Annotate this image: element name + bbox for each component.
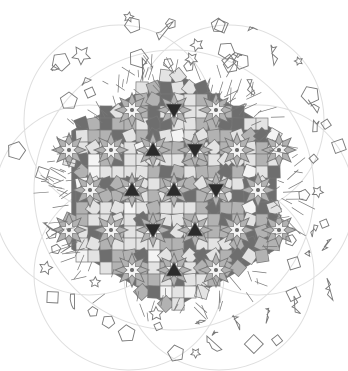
rotated-tile (232, 118, 245, 131)
rotated-tile (255, 249, 269, 263)
square-tile (184, 94, 196, 106)
square-tile (160, 202, 172, 214)
square-tile (148, 178, 160, 190)
square-tile (100, 166, 112, 178)
square-tile (88, 250, 100, 262)
rotated-tile (159, 165, 173, 179)
star-center (130, 268, 134, 272)
star-center (214, 108, 218, 112)
square-tile (208, 226, 220, 238)
square-tile (232, 166, 244, 178)
star-center (214, 268, 218, 272)
square-tile (172, 286, 184, 298)
star-center (67, 148, 71, 152)
square-tile (100, 262, 112, 274)
square-tile (256, 154, 268, 166)
square-tile (256, 214, 268, 226)
square-tile (124, 238, 136, 250)
square-tile (100, 118, 112, 130)
star-center (256, 188, 260, 192)
rotated-tile (99, 249, 112, 262)
star-center (130, 108, 134, 112)
square-tile (124, 154, 136, 166)
square-tile (184, 166, 196, 178)
square-tile (208, 238, 220, 250)
square-tile (124, 166, 136, 178)
square-tile (172, 238, 184, 250)
rotated-tile (232, 202, 245, 215)
square-tile (184, 202, 196, 214)
square-tile (148, 166, 160, 178)
rotated-tile (268, 166, 281, 179)
star-center (235, 228, 239, 232)
square-tile (148, 190, 160, 202)
rotated-tile (148, 286, 161, 299)
square-tile (148, 274, 160, 286)
rotated-tile (87, 117, 101, 131)
square-tile (124, 226, 136, 238)
square-tile (232, 190, 244, 202)
square-tile (88, 214, 100, 226)
square-tile (160, 82, 172, 94)
rotated-tile (208, 214, 220, 226)
square-tile (100, 202, 112, 214)
square-tile (148, 262, 160, 274)
square-tile (232, 178, 244, 190)
star-center (88, 188, 92, 192)
square-tile (148, 106, 160, 118)
square-tile (88, 154, 100, 166)
star-center (235, 148, 239, 152)
star-center (109, 148, 113, 152)
square-tile (124, 142, 136, 154)
rotated-tile (171, 129, 186, 144)
square-tile (124, 202, 136, 214)
star-center (109, 228, 113, 232)
square-tile (220, 202, 232, 214)
